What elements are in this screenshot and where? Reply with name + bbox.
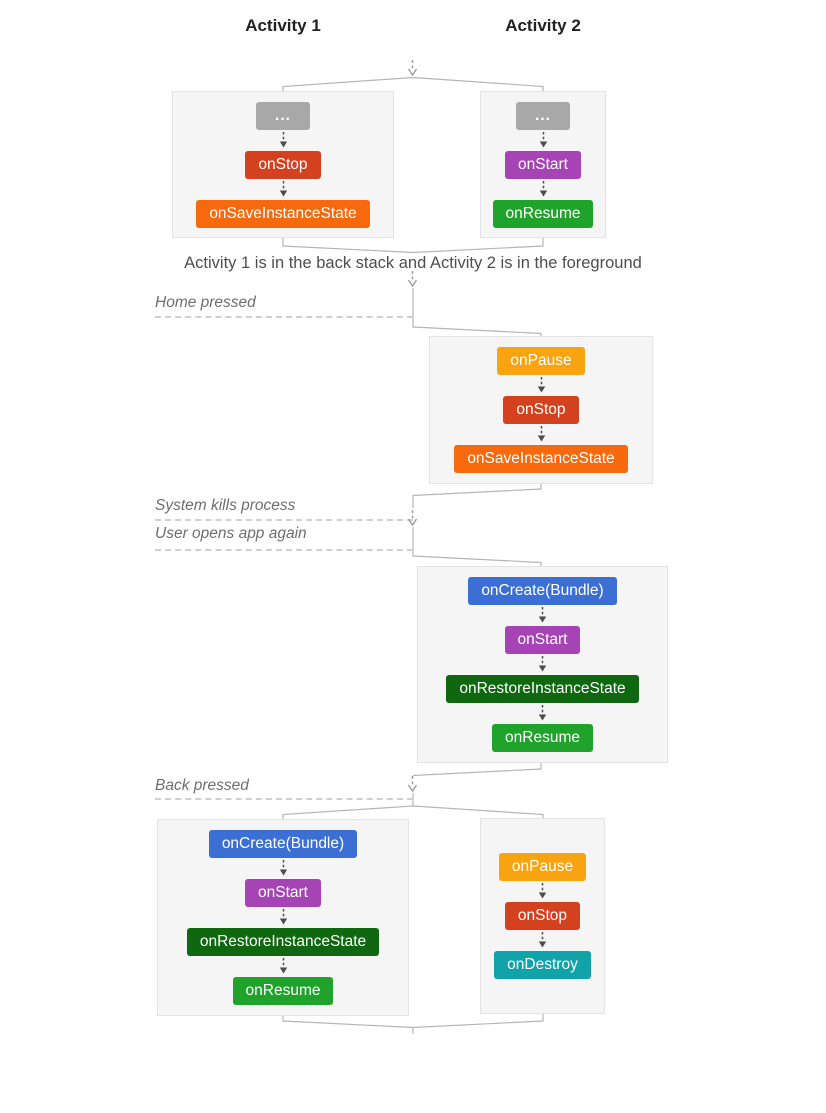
chip-onpause: onPause	[498, 853, 587, 881]
down-arrow-icon	[538, 130, 549, 151]
chip-ondestroy: onDestroy	[494, 951, 591, 979]
chip-onresume: onResume	[232, 977, 334, 1005]
event-divider	[155, 316, 413, 318]
down-arrow-icon	[537, 654, 548, 675]
column-header-activity-2: Activity 2	[505, 16, 581, 35]
stage-box-activity1-row4: onCreate(Bundle) onStart onRestoreInstan…	[157, 819, 409, 1016]
chip-onrestoreinstancestate: onRestoreInstanceState	[186, 928, 380, 956]
down-arrow-icon	[278, 130, 289, 151]
event-label-back-pressed: Back pressed	[155, 777, 249, 794]
chip-onstart: onStart	[245, 879, 321, 907]
stage-box-activity1-row1: ... onStop onSaveInstanceState	[172, 91, 394, 238]
chip-onstart: onStart	[504, 626, 581, 654]
event-label-home-pressed: Home pressed	[155, 294, 256, 311]
down-arrow-icon	[537, 605, 548, 626]
down-arrow-icon	[278, 907, 289, 928]
chip-previous-steps: ...	[516, 101, 570, 130]
column-header-activity-1: Activity 1	[245, 16, 321, 35]
down-arrow-icon	[537, 930, 548, 951]
event-divider	[155, 549, 413, 551]
chip-onsaveinstancestate: onSaveInstanceState	[196, 199, 370, 228]
caption-back-stack: Activity 1 is in the back stack and Acti…	[184, 254, 642, 272]
down-arrow-icon	[536, 424, 547, 445]
down-arrow-icon	[538, 179, 549, 200]
chip-onstop: onStop	[245, 150, 321, 179]
chip-previous-steps: ...	[256, 101, 310, 130]
down-arrow-icon	[406, 510, 419, 527]
down-arrow-icon	[406, 776, 419, 793]
stage-box-activity2-row2: onPause onStop onSaveInstanceState	[429, 336, 653, 484]
chip-onsaveinstancestate: onSaveInstanceState	[454, 445, 628, 473]
down-arrow-icon	[537, 703, 548, 724]
down-arrow-icon	[278, 858, 289, 879]
chip-onpause: onPause	[497, 347, 585, 375]
chip-onrestoreinstancestate: onRestoreInstanceState	[446, 675, 639, 703]
chip-onresume: onResume	[492, 199, 594, 228]
chip-onstop: onStop	[503, 396, 579, 424]
down-arrow-icon	[536, 375, 547, 396]
down-arrow-icon	[406, 60, 419, 77]
chip-onresume: onResume	[492, 724, 593, 752]
stage-box-activity2-row3: onCreate(Bundle) onStart onRestoreInstan…	[417, 566, 668, 763]
chip-onstart: onStart	[505, 150, 581, 179]
chip-oncreate-bundle: onCreate(Bundle)	[208, 830, 358, 858]
down-arrow-icon	[537, 881, 548, 902]
event-label-user-opens-app-again: User opens app again	[155, 525, 307, 542]
stage-box-activity2-row4: onPause onStop onDestroy	[480, 818, 605, 1014]
down-arrow-icon	[406, 271, 419, 288]
event-divider	[155, 519, 413, 521]
event-label-system-kills-process: System kills process	[155, 497, 296, 514]
event-divider	[155, 798, 413, 800]
down-arrow-icon	[278, 956, 289, 977]
down-arrow-icon	[278, 179, 289, 200]
chip-oncreate-bundle: onCreate(Bundle)	[468, 577, 617, 605]
chip-onstop: onStop	[504, 902, 581, 930]
stage-box-activity2-row1: ... onStart onResume	[480, 91, 606, 238]
